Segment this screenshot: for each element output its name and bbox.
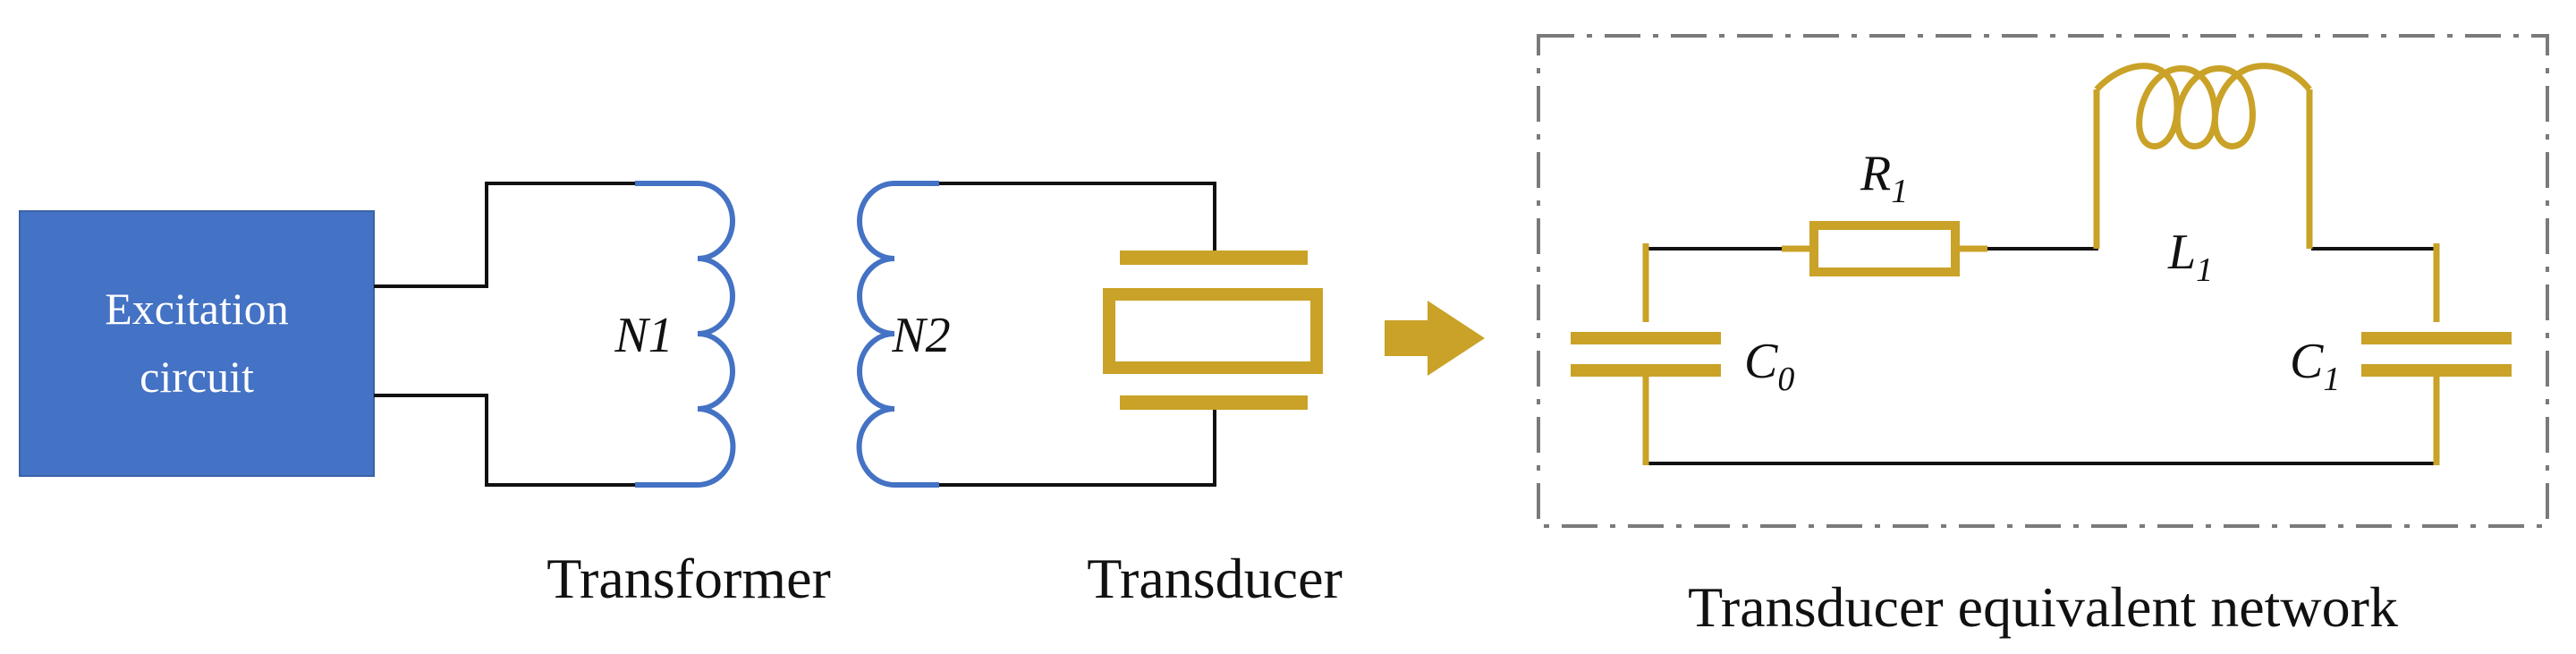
c0-capacitor xyxy=(1571,243,1721,465)
l1-inductor xyxy=(2093,63,2313,249)
primary-wires xyxy=(374,182,637,487)
c1-label-base: C xyxy=(2290,334,2324,389)
secondary-wires xyxy=(939,182,1216,487)
l1-label: L1 xyxy=(2167,225,2213,289)
primary-coil xyxy=(635,181,736,488)
n1-label: N1 xyxy=(614,308,673,363)
c0-label: C0 xyxy=(1744,334,1794,398)
c0-label-sub: 0 xyxy=(1777,361,1794,398)
l1-label-base: L xyxy=(2167,225,2196,280)
c1-label: C1 xyxy=(2290,334,2340,398)
r1-label-sub: 1 xyxy=(1891,173,1908,210)
transducer-symbol xyxy=(1103,251,1323,410)
c1-capacitor xyxy=(2361,243,2512,465)
network-caption: Transducer equivalent network xyxy=(1688,575,2398,639)
transducer-caption: Transducer xyxy=(1087,547,1343,610)
r1-label-base: R xyxy=(1860,146,1891,201)
secondary-coil xyxy=(856,181,939,488)
c0-label-base: C xyxy=(1744,334,1778,389)
n2-label: N2 xyxy=(891,308,950,363)
equivalent-network-frame xyxy=(1537,34,2549,528)
arrow-icon xyxy=(1385,301,1485,376)
excitation-label-line1: Excitation xyxy=(105,284,289,334)
c1-label-sub: 1 xyxy=(2323,361,2340,398)
r1-resistor xyxy=(1782,221,1987,276)
r1-label: R1 xyxy=(1860,146,1908,210)
l1-label-sub: 1 xyxy=(2196,251,2213,289)
excitation-label-line2: circuit xyxy=(140,352,254,402)
transformer-caption: Transformer xyxy=(547,547,831,610)
excitation-circuit-box xyxy=(19,210,375,477)
